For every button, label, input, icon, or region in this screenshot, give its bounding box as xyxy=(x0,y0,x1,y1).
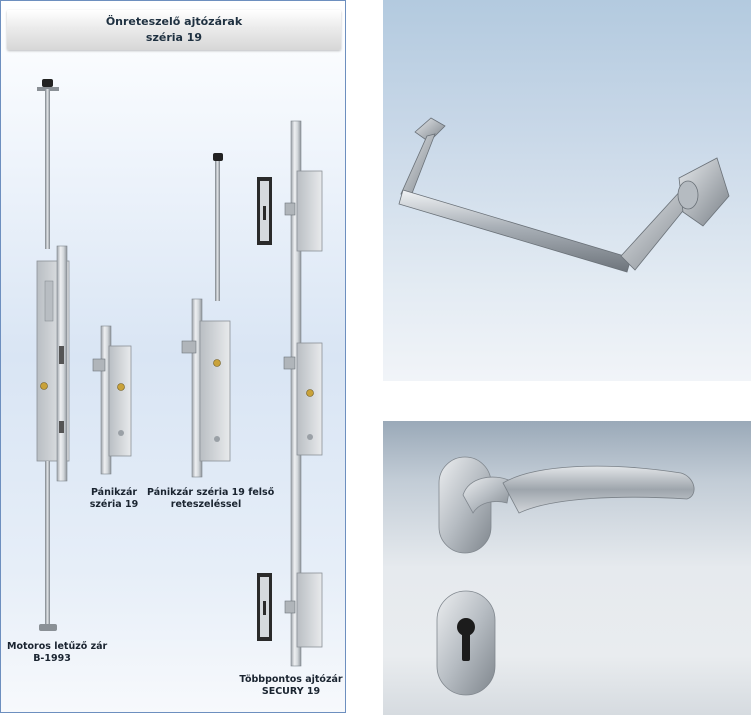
rod-cap-top xyxy=(213,153,223,161)
cylinder-hole xyxy=(213,359,221,367)
strike-slot-1 xyxy=(263,206,266,220)
label-line2: SECURY 19 xyxy=(261,686,321,697)
rod-upper xyxy=(215,161,220,301)
handle-lever xyxy=(502,465,695,514)
panic-lock-top-illustration xyxy=(181,153,231,478)
spindle-hole xyxy=(214,436,220,442)
label-line2: B-1993 xyxy=(33,653,71,664)
label-line1: Motoros letűző zár xyxy=(7,641,108,652)
catalog-title-line2: széria 19 xyxy=(145,31,203,44)
latch-bottom xyxy=(284,600,296,614)
handle-rosette xyxy=(438,456,492,554)
left-arm xyxy=(400,133,436,197)
rod-foot xyxy=(39,624,57,631)
lock-body-top xyxy=(296,170,323,252)
keyhole-round xyxy=(457,618,475,636)
lock-illustrations xyxy=(36,79,323,667)
label-line1: Többpontos ajtózár xyxy=(239,674,343,685)
door-handle-photo xyxy=(383,421,751,715)
panic-lock-illustration xyxy=(92,325,132,475)
label-multipoint-lock: Többpontos ajtózár SECURY 19 xyxy=(239,674,343,698)
label-panic-lock-top: Pánikzár széria 19 felső reteszeléssel xyxy=(147,487,275,511)
latch-main xyxy=(283,356,296,370)
panic-bar-photo xyxy=(383,0,751,381)
multipoint-lock-illustration xyxy=(257,120,323,667)
rod-lower xyxy=(45,461,50,631)
left-mount xyxy=(414,117,446,143)
latch-top xyxy=(284,202,296,216)
motor-housing xyxy=(44,280,54,322)
catalog-title-line1: Önreteszelő ajtózárak xyxy=(105,15,243,28)
label-line1: Pánikzár széria 19 felső xyxy=(147,487,275,498)
cylinder-hole xyxy=(306,389,314,397)
panic-bar-image xyxy=(398,117,730,273)
cylinder-hole xyxy=(40,382,48,390)
label-line2: széria 19 xyxy=(89,499,139,510)
lock-body xyxy=(108,345,132,457)
label-line1: Pánikzár xyxy=(90,487,138,498)
motor-lock-illustration xyxy=(36,79,70,631)
handle-neck xyxy=(462,476,512,514)
rod-upper xyxy=(45,89,50,249)
catalog-title-banner: Önreteszelő ajtózárak széria 19 xyxy=(7,10,341,50)
latch xyxy=(92,358,106,372)
spindle-hole xyxy=(307,434,313,440)
lock-body-main xyxy=(296,342,323,456)
rod-cap-top xyxy=(42,79,53,87)
deadbolt xyxy=(59,421,64,433)
latch xyxy=(59,346,64,364)
cylinder-hole xyxy=(117,383,125,391)
latch xyxy=(181,340,197,354)
spindle-hole xyxy=(118,430,124,436)
door-handle-image xyxy=(436,456,695,696)
label-panic-lock: Pánikzár széria 19 xyxy=(73,487,155,511)
push-bar xyxy=(398,189,632,273)
keyhole-slot xyxy=(462,631,470,661)
right-pivot xyxy=(677,180,699,210)
label-motor-lock: Motoros letűző zár B-1993 xyxy=(7,641,108,665)
strike-slot-2 xyxy=(263,601,266,615)
catalog-panel: Önreteszelő ajtózárak széria 19 xyxy=(0,0,346,713)
lock-body-bottom xyxy=(296,572,323,648)
label-line2: reteszeléssel xyxy=(170,499,242,510)
